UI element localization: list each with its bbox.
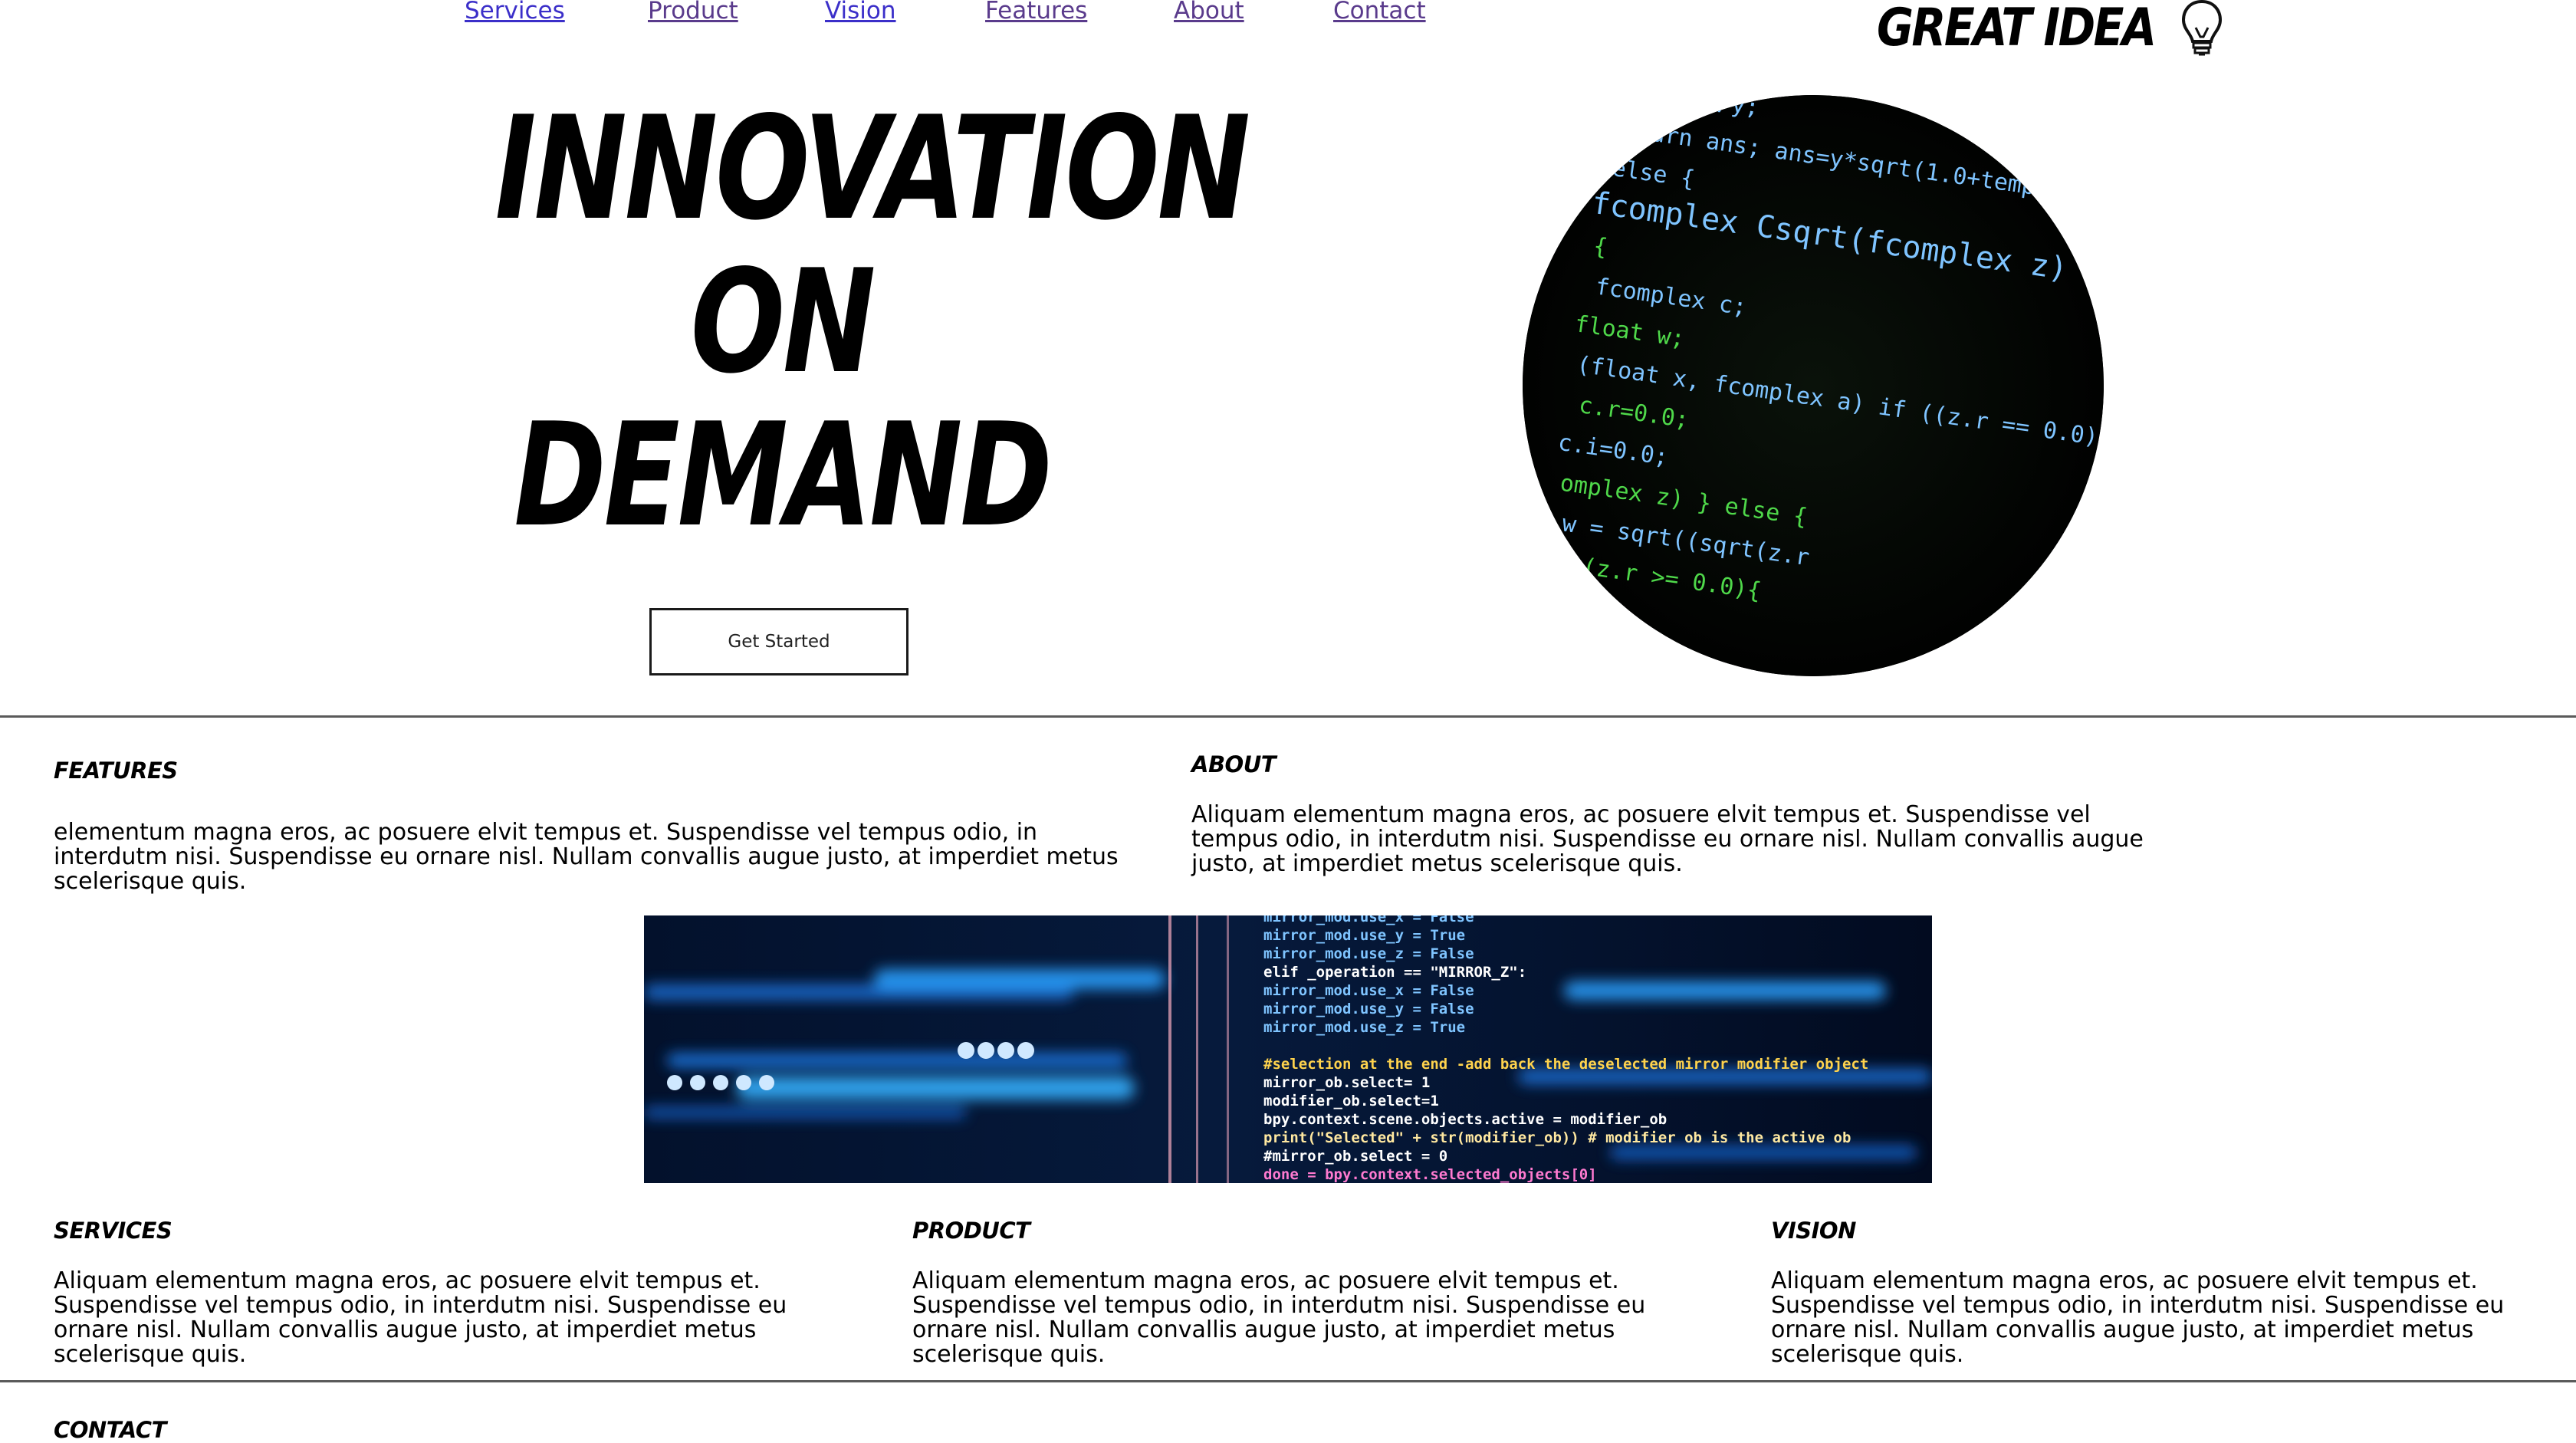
- banner-code-line: mirror_mod.use_y = True: [1263, 927, 1465, 944]
- nav-link-product[interactable]: Product: [648, 0, 738, 25]
- nav-link-features[interactable]: Features: [985, 0, 1088, 25]
- banner-code-line: mirror_mod.use_y = False: [1263, 1001, 1474, 1017]
- logo-text: GREAT IDEA: [1877, 0, 2157, 58]
- banner-code-line: mirror_mod.use_z = True: [1263, 1019, 1465, 1036]
- site-logo[interactable]: GREAT IDEA: [1877, 0, 2225, 61]
- services-heading: SERVICES: [54, 1218, 172, 1244]
- product-body: Aliquam elementum magna eros, ac posuere…: [912, 1267, 1646, 1368]
- code-banner-graphic: mirror_mod.use_x = False mirror_mod.use_y…: [644, 915, 1932, 1183]
- hero-code-line: } temp=x/y;: [1606, 95, 1761, 121]
- get-started-button[interactable]: Get Started: [649, 608, 909, 675]
- banner-code-line: #mirror_ob.select = 0: [1263, 1148, 1447, 1165]
- about-heading: ABOUT: [1191, 751, 1276, 777]
- banner-code-lines: mirror_mod.use_x = False mirror_mod.use_y…: [1263, 915, 1868, 1183]
- banner-code-line: mirror_mod.use_x = False: [1263, 982, 1474, 999]
- features-heading: FEATURES: [54, 758, 178, 784]
- contact-heading: CONTACT: [54, 1417, 166, 1443]
- banner-code-line: #selection at the end -add back the dese…: [1263, 1056, 1868, 1073]
- product-heading: PRODUCT: [912, 1218, 1030, 1244]
- hero-line-1: INNOVATION: [495, 85, 1250, 251]
- hero-line-2: ON: [690, 238, 876, 405]
- banner-code-line: mirror_mod.use_z = False: [1263, 945, 1474, 962]
- banner-code-line: mirror_ob.select= 1: [1263, 1074, 1430, 1091]
- nav-link-about[interactable]: About: [1174, 0, 1244, 25]
- code-banner-image: mirror_mod.use_x = False mirror_mod.use_y…: [644, 915, 1932, 1183]
- banner-code-line: elif _operation == "MIRROR_Z":: [1263, 964, 1526, 981]
- nav-link-services[interactable]: Services: [465, 0, 565, 25]
- nav-link-contact[interactable]: Contact: [1333, 0, 1426, 25]
- banner-code-line: print("Selected" + str(modifier_ob)) # m…: [1263, 1129, 1851, 1146]
- nav-link-vision[interactable]: Vision: [825, 0, 896, 25]
- hero-line-3: DEMAND: [514, 392, 1052, 558]
- banner-code-line: modifier_ob.select=1: [1263, 1093, 1439, 1109]
- vision-heading: VISION: [1771, 1218, 1856, 1244]
- hero-headline: INNOVATION ON DEMAND: [495, 85, 1250, 558]
- lightbulb-icon: [2181, 0, 2222, 56]
- features-body: elementum magna eros, ac posuere elvit t…: [54, 819, 1119, 895]
- hero-code-image: } temp=x/y;return ans; ans=y*sqrt(1.0+te…: [1523, 95, 2104, 676]
- banner-code-line: done = bpy.context.selected_objects[0]: [1263, 1166, 1597, 1183]
- code-screen-graphic: } temp=x/y;return ans; ans=y*sqrt(1.0+te…: [1523, 95, 2104, 676]
- vision-body: Aliquam elementum magna eros, ac posuere…: [1771, 1267, 2505, 1368]
- banner-code-line: mirror_mod.use_x = False: [1263, 915, 1474, 925]
- section-divider: [0, 715, 2576, 718]
- section-divider: [0, 1380, 2576, 1382]
- hero-code-line: {: [1592, 233, 1609, 261]
- about-body: Aliquam elementum magna eros, ac posuere…: [1191, 801, 2144, 877]
- banner-code-line: bpy.context.scene.objects.active = modif…: [1263, 1111, 1667, 1128]
- services-body: Aliquam elementum magna eros, ac posuere…: [54, 1267, 787, 1368]
